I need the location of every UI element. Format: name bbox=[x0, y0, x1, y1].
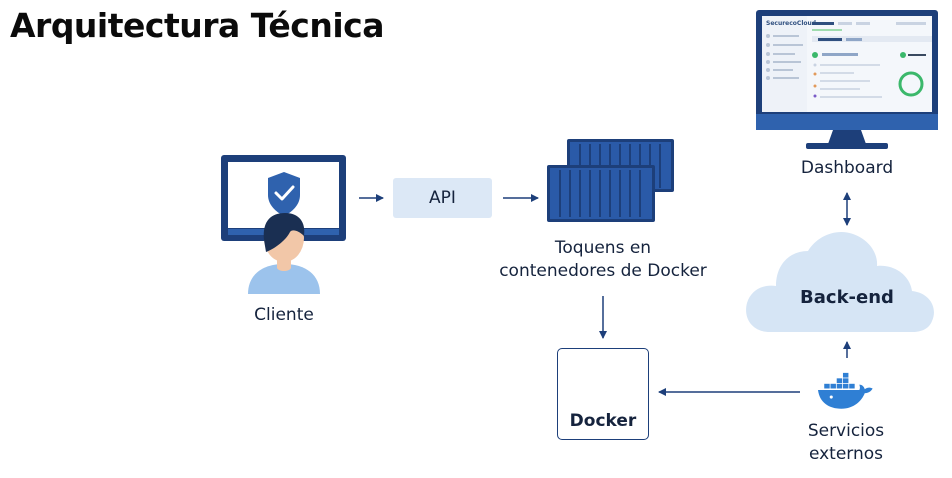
person-icon bbox=[248, 213, 320, 294]
shield-check-icon bbox=[268, 172, 300, 216]
shipping-containers-icon bbox=[547, 139, 674, 222]
dashboard-screen bbox=[762, 16, 932, 112]
page-title: Arquitectura Técnica bbox=[10, 6, 384, 45]
tokens-label-line2: contenedores de Docker bbox=[499, 261, 707, 281]
services-label-line2: externos bbox=[808, 444, 884, 464]
services-label-line1: Servicios bbox=[807, 421, 885, 441]
docker-card: Docker bbox=[557, 348, 649, 440]
backend-label: Back-end bbox=[800, 287, 894, 308]
services-whale-icon bbox=[818, 372, 873, 409]
client-label: Cliente bbox=[254, 305, 314, 325]
tokens-label-line1: Toquens en bbox=[554, 238, 652, 258]
cloud-icon bbox=[746, 231, 934, 332]
dashboard-label: Dashboard bbox=[800, 158, 894, 178]
api-box: API bbox=[393, 178, 492, 218]
api-label: API bbox=[429, 188, 456, 208]
dashboard-brand-label: SecurecoCloud bbox=[766, 20, 817, 27]
docker-label: Docker bbox=[569, 411, 637, 431]
